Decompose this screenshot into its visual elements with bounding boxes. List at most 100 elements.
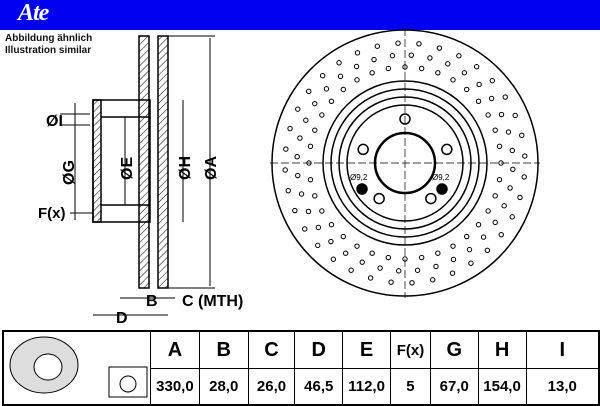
drill-hole bbox=[330, 256, 337, 262]
drill-hole bbox=[484, 247, 491, 253]
label-f: F(x) bbox=[38, 205, 66, 222]
label-d: D bbox=[116, 310, 128, 327]
drill-hole bbox=[287, 125, 293, 132]
drill-hole bbox=[354, 77, 360, 83]
side-section bbox=[60, 35, 215, 316]
label-b: B bbox=[146, 293, 158, 310]
value-e: 112,0 bbox=[342, 368, 392, 406]
drill-hole bbox=[496, 143, 503, 150]
drill-hole bbox=[492, 219, 498, 226]
drill-hole bbox=[450, 243, 456, 249]
bolt-hole bbox=[399, 113, 411, 125]
header-a: A bbox=[150, 330, 200, 370]
drill-hole bbox=[464, 233, 470, 240]
drill-hole bbox=[489, 77, 495, 84]
drill-hole bbox=[509, 214, 515, 220]
drill-hole bbox=[337, 73, 344, 80]
drill-hole bbox=[319, 208, 325, 214]
drill-hole bbox=[498, 160, 504, 166]
drill-hole bbox=[512, 112, 518, 119]
drill-hole bbox=[298, 191, 305, 197]
drill-hole bbox=[485, 112, 491, 118]
drill-hole bbox=[340, 233, 346, 240]
drill-hole bbox=[418, 65, 425, 72]
drill-hole bbox=[409, 280, 415, 286]
value-g: 67,0 bbox=[429, 368, 479, 406]
hole-label-2: Ø9,2 bbox=[432, 173, 450, 182]
drill-hole bbox=[294, 154, 300, 160]
drill-hole bbox=[414, 267, 421, 273]
drill-hole bbox=[519, 132, 525, 139]
drill-hole bbox=[388, 279, 394, 285]
drill-hole bbox=[461, 70, 468, 76]
drill-hole bbox=[297, 135, 303, 141]
label-a: ØA bbox=[203, 156, 220, 180]
header-h: H bbox=[477, 330, 527, 370]
drill-hole bbox=[328, 98, 335, 104]
drill-hole bbox=[292, 207, 298, 214]
drill-hole bbox=[319, 73, 326, 79]
drill-hole bbox=[359, 259, 365, 265]
drill-hole bbox=[510, 166, 516, 172]
note-english: Illustration similar bbox=[5, 45, 92, 56]
drill-hole bbox=[450, 256, 457, 263]
drill-hole bbox=[312, 100, 318, 107]
drill-hole bbox=[449, 270, 456, 276]
drill-hole bbox=[307, 176, 314, 183]
drill-hole bbox=[285, 187, 291, 194]
drill-hole bbox=[476, 81, 482, 88]
drill-hole bbox=[282, 167, 288, 173]
drill-hole bbox=[369, 250, 375, 256]
drill-hole bbox=[496, 176, 503, 183]
header-c: C bbox=[247, 330, 296, 370]
value-h: 154,0 bbox=[477, 368, 527, 406]
label-i: ØI bbox=[46, 113, 63, 130]
drill-hole bbox=[353, 63, 360, 70]
drill-hole bbox=[433, 263, 439, 270]
drill-hole bbox=[416, 41, 422, 47]
hole-label-1: Ø9,2 bbox=[350, 173, 368, 182]
disc-thumbnail bbox=[2, 330, 151, 406]
value-a: 330,0 bbox=[150, 368, 200, 406]
drill-hole bbox=[509, 147, 515, 154]
drill-hole bbox=[306, 160, 312, 166]
drill-hole bbox=[464, 86, 470, 93]
drill-hole bbox=[402, 64, 408, 70]
drill-hole bbox=[402, 256, 408, 262]
drill-hole bbox=[302, 226, 308, 232]
drill-hole bbox=[492, 127, 498, 133]
drill-hole bbox=[305, 208, 312, 215]
drill-hole bbox=[367, 275, 374, 281]
drill-hole bbox=[475, 98, 482, 104]
drill-hole bbox=[492, 193, 498, 199]
drill-hole bbox=[466, 246, 473, 253]
drill-hole bbox=[328, 222, 335, 228]
header-e: E bbox=[342, 330, 392, 370]
drill-hole bbox=[303, 117, 309, 123]
drill-hole bbox=[498, 111, 505, 118]
header-f: F(x) bbox=[390, 330, 431, 370]
drill-hole bbox=[312, 193, 318, 199]
drill-hole bbox=[507, 185, 513, 191]
drill-hole bbox=[354, 243, 360, 249]
drill-hole bbox=[323, 86, 330, 92]
drill-hole bbox=[435, 70, 441, 76]
bolt-hole bbox=[425, 192, 437, 205]
ate-logo: Ate bbox=[18, 0, 49, 26]
drill-hole bbox=[429, 277, 436, 283]
label-h: ØH bbox=[177, 156, 194, 180]
drill-hole bbox=[485, 208, 491, 214]
drill-hole bbox=[517, 194, 523, 201]
drill-hole bbox=[295, 106, 301, 112]
drill-hole bbox=[348, 267, 354, 273]
drill-hole bbox=[307, 143, 314, 150]
drill-hole bbox=[369, 70, 375, 76]
drill-hole bbox=[436, 45, 443, 51]
drill-hole bbox=[396, 268, 402, 274]
value-b: 28,0 bbox=[198, 368, 249, 406]
label-c: C (MTH) bbox=[182, 293, 243, 310]
drill-hole bbox=[468, 260, 474, 266]
drill-hole bbox=[475, 222, 482, 228]
drill-hole bbox=[505, 129, 512, 135]
drill-hole bbox=[445, 61, 451, 67]
